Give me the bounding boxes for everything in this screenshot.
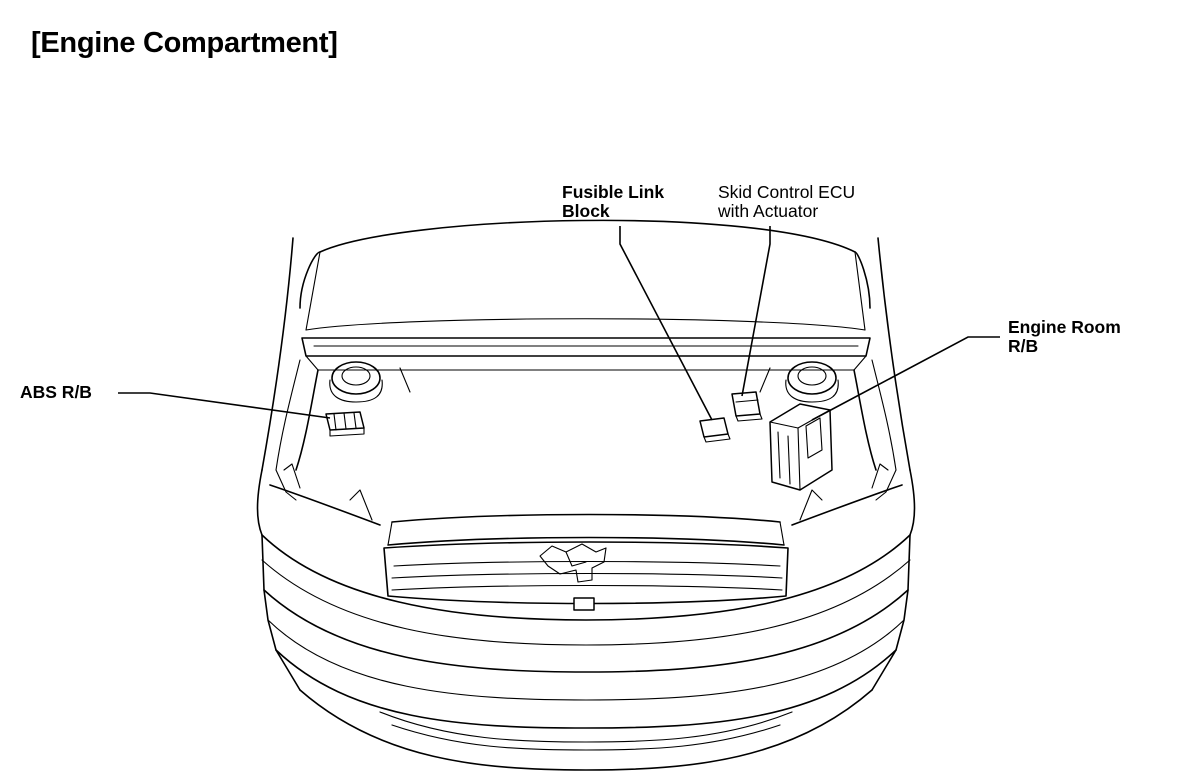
- front-bumper: [261, 534, 911, 771]
- label-abs-rb: ABS R/B: [20, 382, 92, 402]
- leader-lines: [118, 226, 1000, 421]
- page-title: [Engine Compartment]: [31, 27, 338, 59]
- skid-control-ecu-part: [731, 391, 763, 422]
- hood-latch: [539, 543, 607, 583]
- front-grille: [383, 541, 789, 611]
- label-engine-room-rb: Engine Room R/B: [1008, 318, 1121, 356]
- label-engine-room-rb-line1: Engine Room: [1008, 317, 1121, 337]
- abs-rb-part: [325, 411, 365, 437]
- label-skid-control-ecu: Skid Control ECU with Actuator: [718, 183, 855, 221]
- strut-tower-left: [329, 361, 411, 403]
- inner-fenders: [275, 359, 897, 471]
- label-engine-room-rb-line2: R/B: [1008, 336, 1039, 356]
- hood-outline: [261, 219, 911, 471]
- label-fusible-link-block-line2: Block: [562, 201, 610, 221]
- label-fusible-link-block-line1: Fusible Link: [562, 182, 665, 202]
- fusible-link-block-part: [699, 417, 731, 443]
- label-skid-control-ecu-line2: with Actuator: [718, 201, 819, 221]
- front-fenders: [256, 463, 916, 536]
- strut-tower-right: [759, 361, 839, 403]
- label-skid-control-ecu-line1: Skid Control ECU: [718, 182, 856, 202]
- engine-room-rb-part: [769, 403, 833, 491]
- cowl-panel: [301, 337, 871, 371]
- radiator-support: [387, 513, 785, 546]
- label-fusible-link-block: Fusible Link Block: [562, 183, 664, 221]
